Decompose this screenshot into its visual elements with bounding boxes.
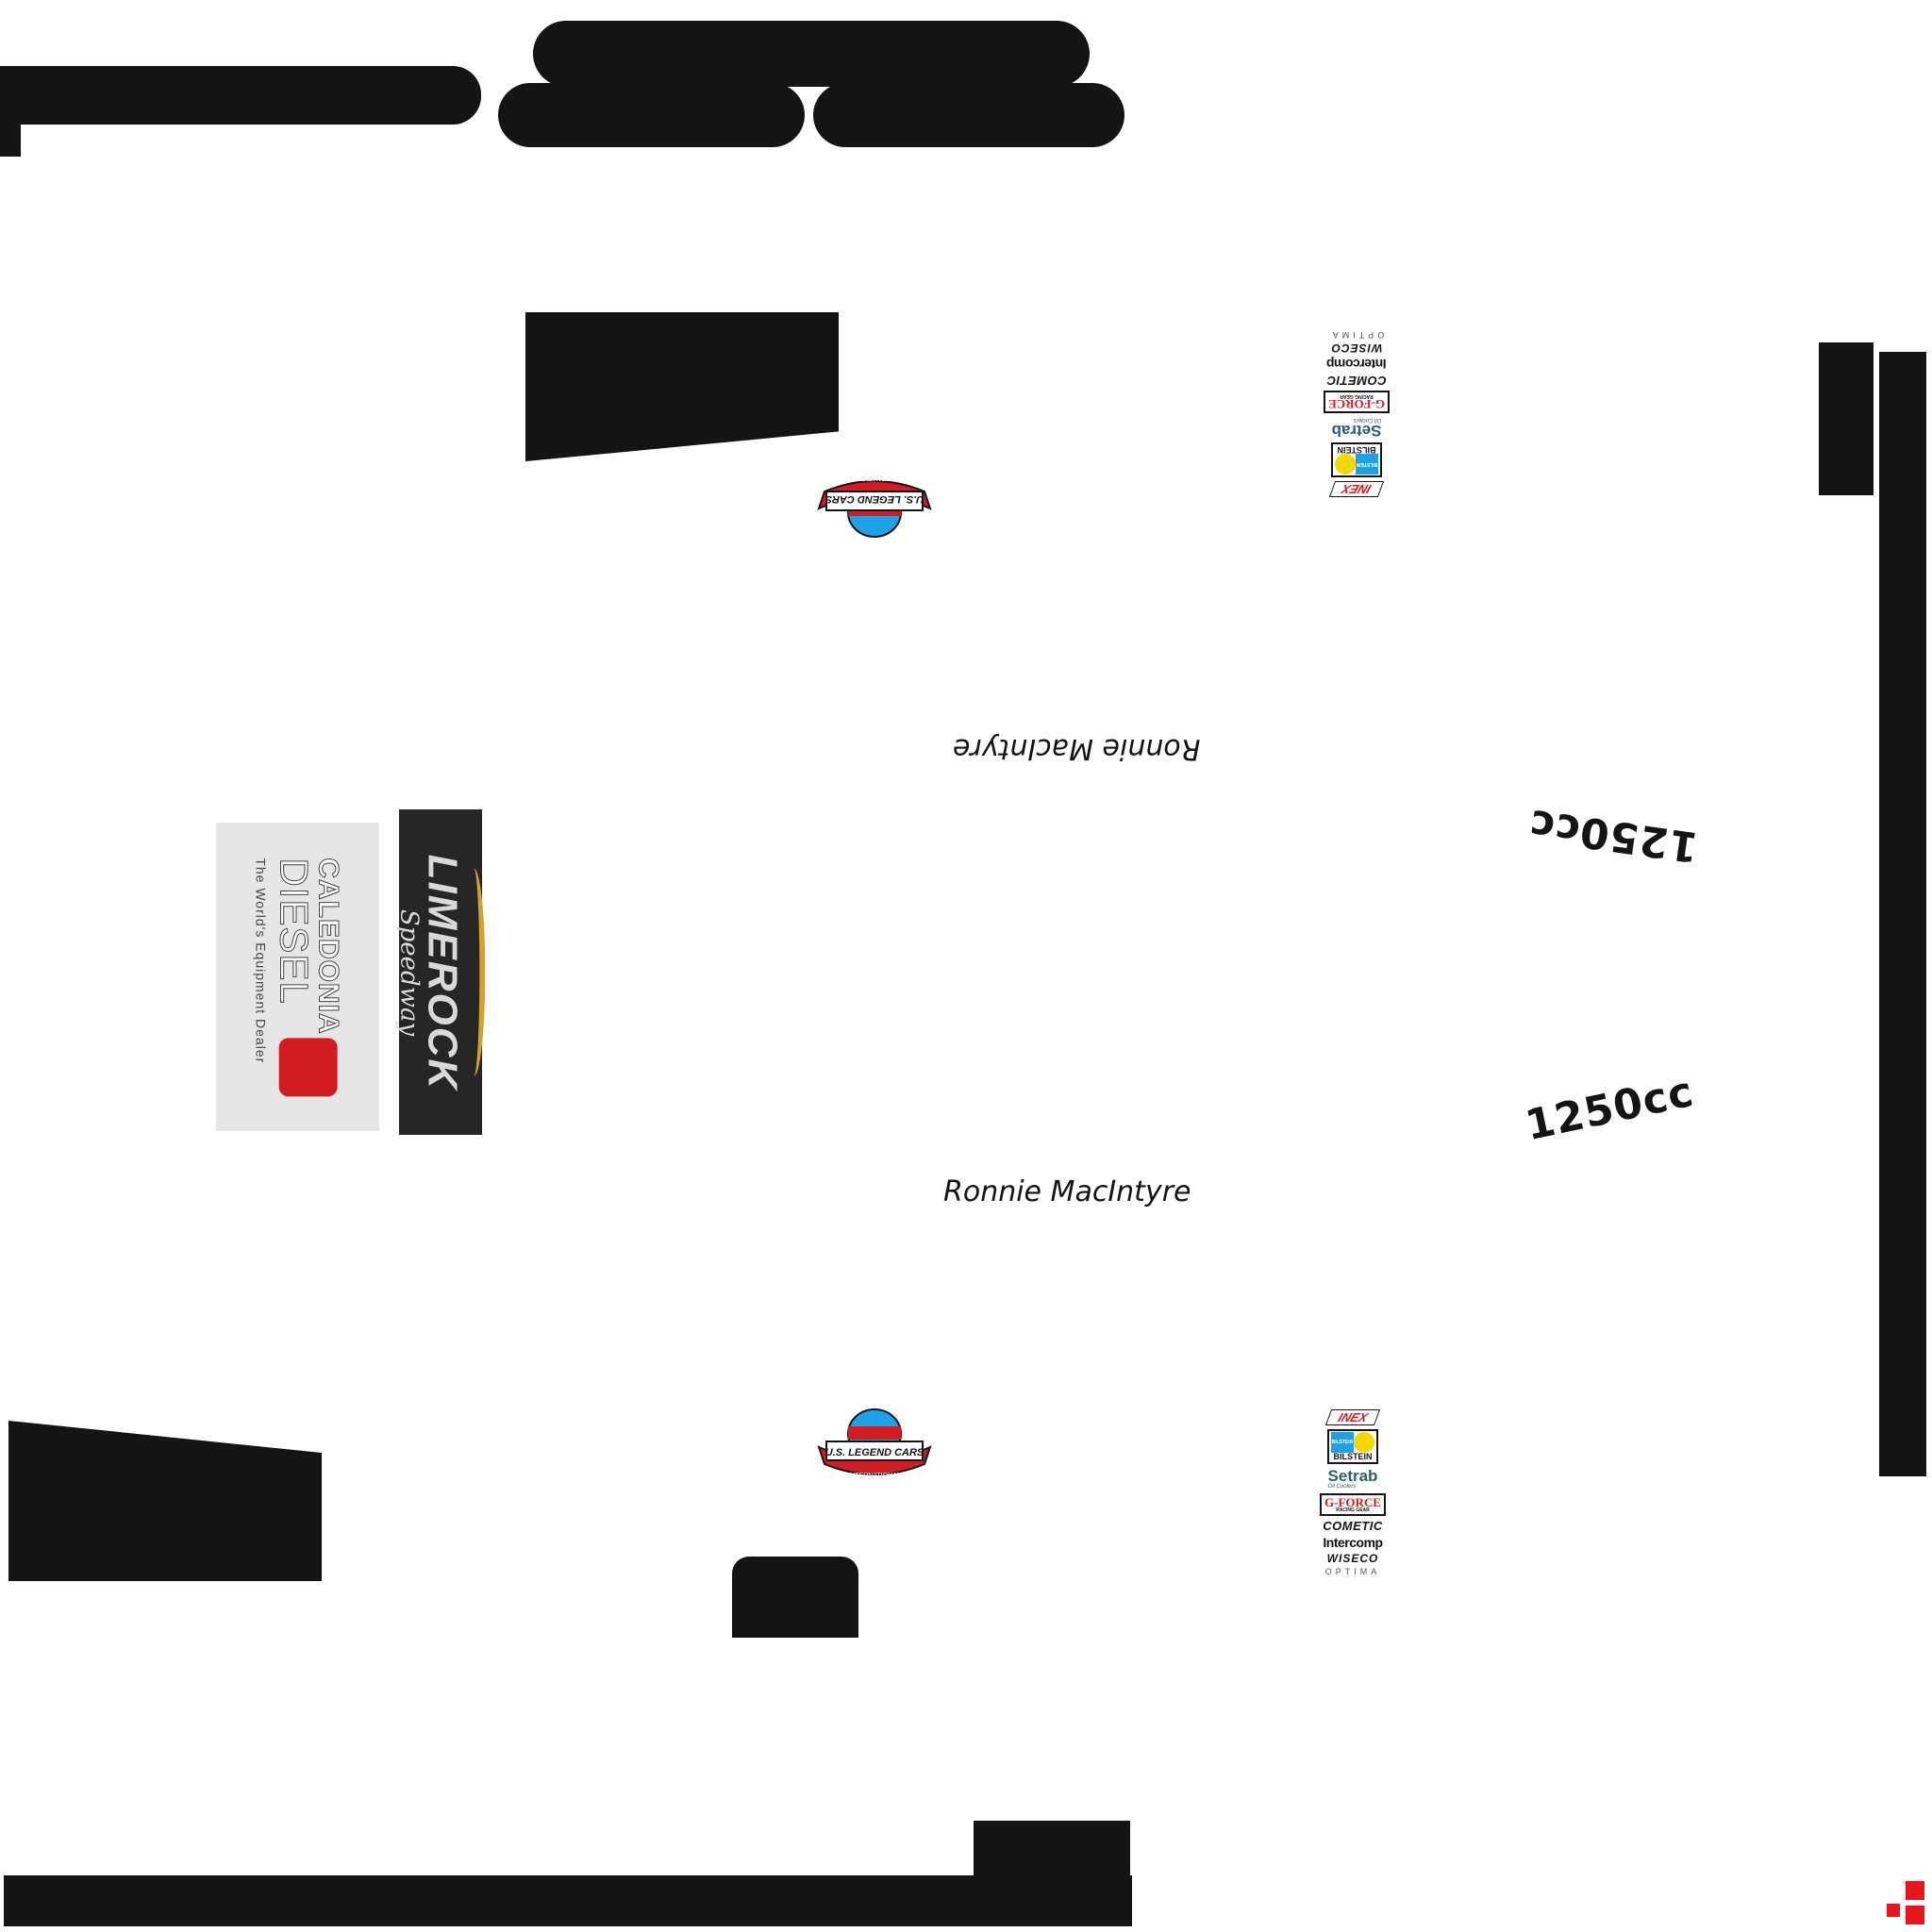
optima-logo: OPTIMA [1324,1567,1381,1576]
speedway-word: Speedway [394,908,423,1036]
wiseco-logo: WISECO [1326,1552,1379,1565]
top-center-silhouette-lower-right [813,83,1124,147]
intercomp-logo: Intercomp [1323,1535,1383,1550]
gforce-logo: G-FORCE RACING GEAR [1320,1493,1386,1516]
us-legend-cars-logo-flipped: U.S. LEGEND CARS INTERNATIONAL [817,475,932,538]
wiseco-logo: WISECO [1330,341,1383,355]
svg-text:INTERNATIONAL: INTERNATIONAL [848,475,901,481]
us-legend-cars-logo: U.S. LEGEND CARS INTERNATIONAL [817,1408,932,1479]
caledonia-logo-icon [278,1038,338,1097]
svg-text:U.S. LEGEND CARS: U.S. LEGEND CARS [825,1447,924,1458]
cometic-logo: COMETIC [1323,1519,1383,1533]
limerock-speedway-banner: LIMEROCK Speedway [394,809,485,1135]
driver-name-flipped: Ronnie MacIntyre [953,732,1201,765]
svg-text:U.S. LEGEND CARS: U.S. LEGEND CARS [824,493,924,505]
top-center-silhouette-upper [533,21,1090,87]
lower-window-panel [8,1421,322,1581]
right-strip-long [1879,352,1926,1476]
driver-name: Ronnie MacIntyre [943,1175,1191,1208]
setrab-logo: Setrab Oil Coolers [1331,417,1382,440]
limerock-swoosh-icon [462,868,485,1076]
engine-size-flipped: 1250cc [1525,799,1702,872]
top-left-silhouette [0,66,481,125]
inex-logo: INEX [1328,481,1385,497]
caledonia-diesel-banner: CALEDONIA DIESEL The World's Equipment D… [216,823,379,1131]
caledonia-tagline: The World's Equipment Dealer [253,857,269,1063]
sponsor-stack: INEX BILSTEIN BILSTEIN Setrab Oil Cooler… [1306,1409,1400,1576]
caledonia-word: CALEDONIA [312,857,344,1035]
bilstein-logo: BILSTEIN BILSTEIN [1327,1429,1378,1464]
right-strip-short [1819,342,1874,495]
cometic-logo: COMETIC [1326,374,1387,388]
upper-window-panel [525,312,839,461]
top-left-notch [0,111,21,157]
intercomp-logo: Intercomp [1326,357,1387,372]
top-center-silhouette-lower-left [498,83,805,147]
sponsor-stack-flipped: INEX BILSTEIN BILSTEIN Setrab Oil Cooler… [1309,330,1404,497]
gforce-logo: G-FORCE RACING GEAR [1324,391,1390,413]
engine-size: 1250cc [1521,1067,1698,1151]
number-block [732,1557,858,1638]
bottom-long-strip [4,1875,1132,1926]
diesel-word: DIESEL [272,857,317,1005]
optima-logo: OPTIMA [1328,330,1385,340]
bilstein-logo: BILSTEIN BILSTEIN [1331,442,1382,477]
limerock-word: LIMEROCK [419,854,465,1091]
corner-red-mark [1877,1881,1928,1932]
inex-logo: INEX [1324,1409,1381,1425]
svg-text:INTERNATIONAL: INTERNATIONAL [848,1473,901,1479]
setrab-logo: Setrab Oil Coolers [1327,1467,1378,1490]
bottom-raised-block [974,1821,1130,1887]
